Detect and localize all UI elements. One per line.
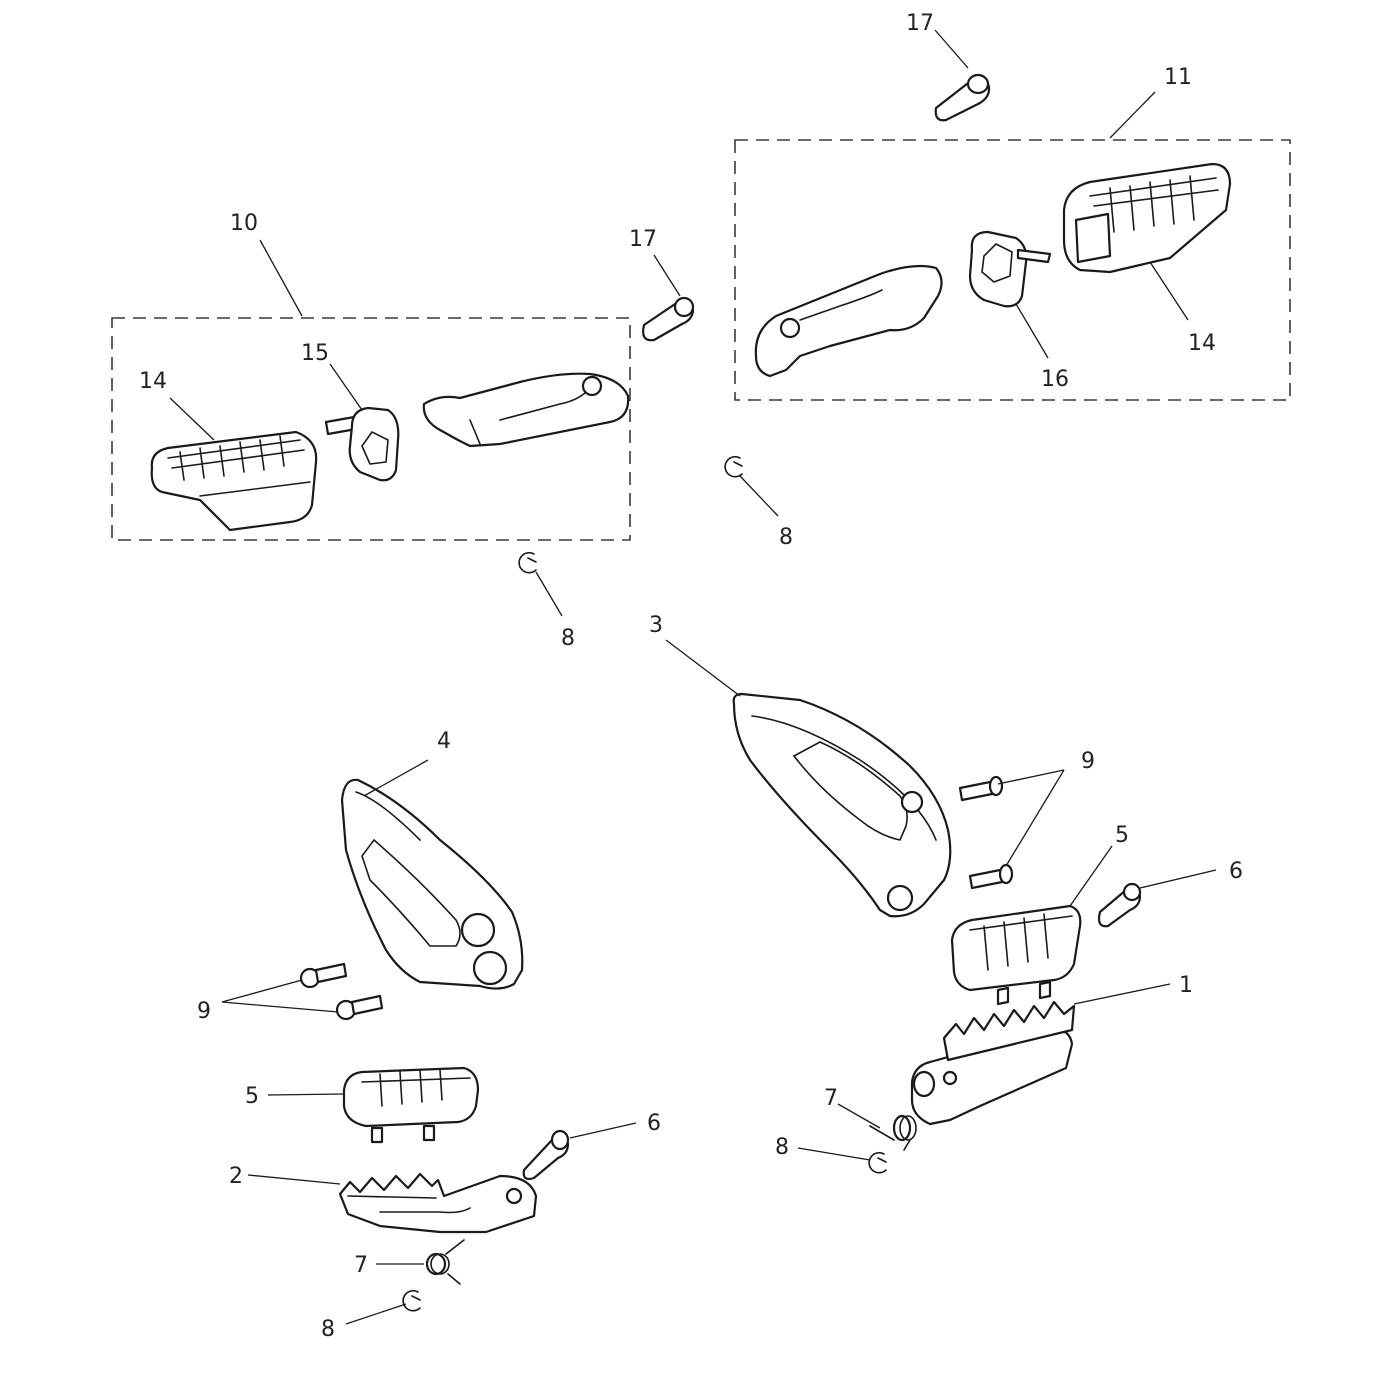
leader-6-left [569,1122,637,1139]
leader-10 [259,239,303,317]
bolt-9-left-b [335,994,384,1021]
footpeg-rubber-14-left [150,430,318,532]
assembly-box-10 [111,317,631,541]
leader-11 [1109,91,1156,139]
footpeg-2 [338,1172,538,1234]
pin-6-left [522,1129,570,1181]
callout-9-left: 9 [197,999,211,1024]
callout-8-d: 8 [321,1317,335,1342]
callout-7-right: 7 [824,1086,838,1111]
callout-15: 15 [301,341,329,366]
leader-8-b [535,571,563,617]
footpeg-rubber-5-right [950,904,1082,1006]
callout-7-left: 7 [354,1253,368,1278]
heel-guard-bracket-4 [340,778,524,990]
callout-11: 11 [1164,65,1192,90]
callout-3: 3 [649,613,663,638]
bolt-9-right-a [958,775,1004,802]
leader-8-a [739,475,779,517]
callout-8-a: 8 [779,525,793,550]
callout-8-c: 8 [775,1135,789,1160]
callout-17-mid: 17 [629,227,657,252]
leader-7-right [837,1103,881,1129]
leader-9-right-b [1005,769,1065,867]
spring-7-right [869,1114,917,1151]
leader-3 [665,639,741,697]
adapter-15 [324,406,400,482]
callout-6-right: 6 [1229,859,1243,884]
callout-6-left: 6 [647,1111,661,1136]
heel-guard-bracket-3 [732,692,952,918]
leader-8-c [797,1147,871,1161]
e-clip-8-c [868,1151,887,1174]
callout-16: 16 [1041,367,1069,392]
pin-6-right [1097,882,1142,928]
callout-14-right: 14 [1188,331,1216,356]
leader-8-d [345,1303,407,1325]
leader-14-right [1149,261,1189,321]
footpeg-1 [910,1000,1076,1126]
callout-17-top: 17 [906,11,934,36]
leader-5-left [267,1093,345,1096]
callout-14-left: 14 [139,369,167,394]
callout-2: 2 [229,1164,243,1189]
leader-9-left-a [221,979,303,1003]
e-clip-8-a [724,455,743,478]
pin-17-top [934,73,991,122]
leader-2 [247,1174,341,1185]
e-clip-8-d [402,1289,421,1312]
callout-5-right: 5 [1115,823,1129,848]
footpeg-rubber-14-right [1062,162,1232,274]
leader-16 [1015,303,1049,359]
leader-14-left [169,397,215,441]
leader-4 [363,759,429,797]
callout-5-left: 5 [245,1084,259,1109]
footpeg-rubber-5-left [342,1066,480,1144]
leader-5-right [1069,845,1113,907]
spring-7-left [425,1239,465,1285]
callout-9-right: 9 [1081,749,1095,774]
leader-15 [329,363,363,411]
leader-9-left-b [221,1001,339,1013]
bolt-9-left-a [299,962,348,989]
leader-6-right [1139,869,1217,889]
leader-17-mid [653,254,681,297]
bolt-9-right-b [968,863,1014,890]
footpeg-hanger-left [422,372,630,448]
footpeg-hanger-right [754,264,943,378]
leader-9-right-a [997,769,1065,785]
adapter-16 [968,230,1052,308]
callout-4: 4 [437,729,451,754]
leader-17-top [934,29,969,69]
callout-8-b: 8 [561,626,575,651]
callout-1: 1 [1179,973,1193,998]
e-clip-8-b [518,551,537,574]
leader-1 [1073,983,1171,1005]
assembly-box-11 [734,139,1291,401]
pin-17-mid [642,296,695,342]
callout-10: 10 [230,211,258,236]
